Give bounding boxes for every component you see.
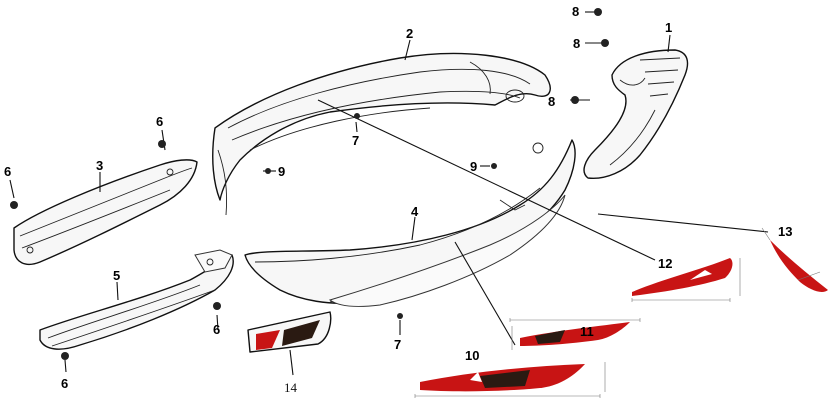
bolt-icon (265, 168, 271, 174)
callout-labels: 1 2 3 4 5 6 6 6 6 7 7 8 8 8 9 9 10 11 12… (4, 4, 792, 395)
bolt-icon (594, 8, 602, 16)
rear-body-cover-lower (244, 139, 576, 307)
bolt-icon (354, 113, 360, 119)
callout-9a: 9 (278, 164, 285, 179)
bolt-icon (10, 201, 18, 209)
decal-13 (761, 227, 828, 293)
callout-4: 4 (411, 204, 419, 219)
callout-6a: 6 (156, 114, 163, 129)
callout-12: 12 (658, 256, 672, 271)
callout-6c: 6 (213, 322, 220, 337)
decal-12 (631, 258, 741, 302)
callout-6b: 6 (4, 164, 11, 179)
bolt-icon (571, 96, 579, 104)
bolt-icon (213, 302, 221, 310)
callout-9b: 9 (470, 159, 477, 174)
callout-8a: 8 (572, 4, 579, 19)
callout-8b: 8 (573, 36, 580, 51)
bolt-icon (158, 140, 166, 148)
callout-2: 2 (406, 26, 413, 41)
callout-13: 13 (778, 224, 792, 239)
decal-11 (509, 318, 641, 350)
callout-8c: 8 (548, 94, 555, 109)
bolt-icon (491, 163, 497, 169)
right-side-rail-cover (39, 249, 234, 350)
bolt-icon (61, 352, 69, 360)
decal-10 (414, 362, 606, 398)
left-side-rail-cover (13, 159, 198, 266)
callout-6d: 6 (61, 376, 68, 391)
callout-1: 1 (665, 20, 672, 35)
fasteners (10, 8, 609, 360)
callout-7a: 7 (352, 133, 359, 148)
callout-3: 3 (96, 158, 103, 173)
callout-7b: 7 (394, 337, 401, 352)
callout-10: 10 (465, 348, 479, 363)
callout-14: 14 (284, 380, 298, 395)
rear-body-cover-upper (212, 52, 551, 216)
callout-11: 11 (580, 324, 594, 339)
tail-rear-piece (583, 49, 689, 179)
bolt-icon (601, 39, 609, 47)
emblem-14 (247, 311, 332, 353)
callout-5: 5 (113, 268, 120, 283)
bolt-icon (397, 313, 403, 319)
